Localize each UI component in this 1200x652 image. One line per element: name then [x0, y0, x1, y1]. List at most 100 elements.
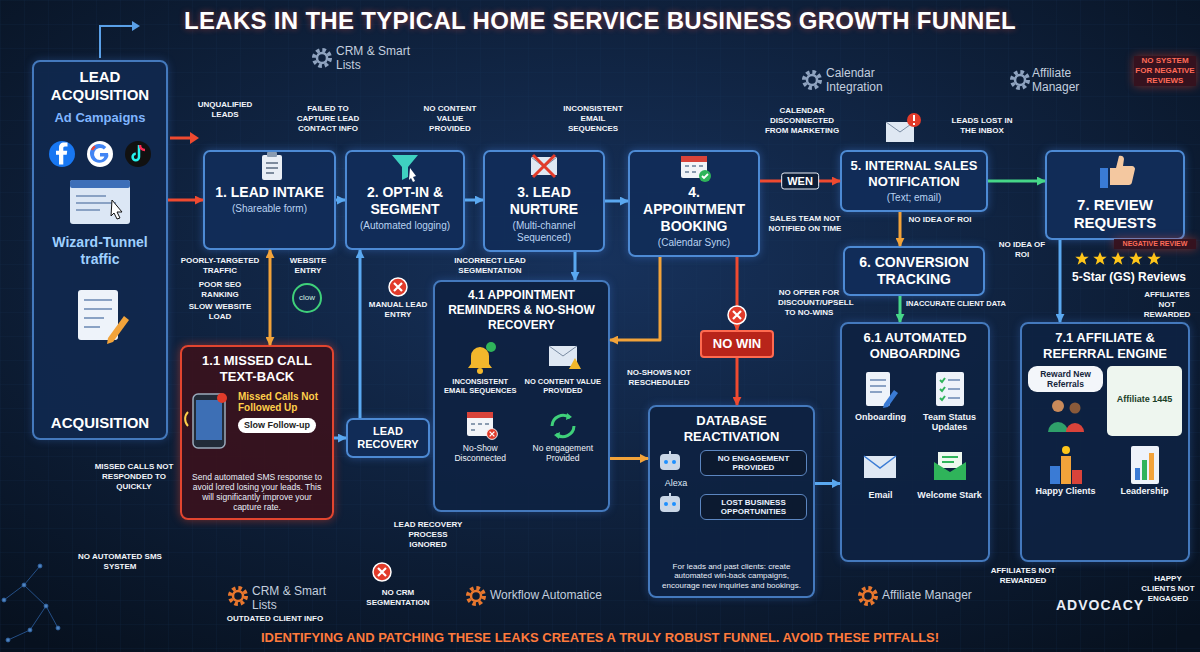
crossed-envelope-icon: [533, 155, 555, 177]
checklist-icon: [936, 372, 964, 406]
inbox-alert-icon: [913, 123, 915, 125]
robot-icon: [660, 496, 680, 512]
funnel-icon: [409, 168, 416, 182]
node-text: Slow Follow-up: [238, 418, 316, 433]
tool-label: Workflow Automatice: [490, 588, 610, 602]
node-heading: 6.1 AUTOMATED ONBOARDING: [848, 330, 982, 362]
leak-note: NO AUTOMATED SMS SYSTEM: [70, 552, 170, 572]
cycle-icon: [556, 426, 574, 437]
flow-arrow: [605, 200, 628, 203]
leak-note: INACCURATE CLIENT DATA: [906, 299, 1018, 309]
leak-note: OUTDATED CLIENT INFO: [200, 614, 350, 624]
facebook-icon: [49, 141, 75, 167]
leadership-chart-icon: [1142, 460, 1147, 480]
node-heading: 4. APPOINTMENT BOOKING: [636, 184, 752, 235]
flow-arrow: [336, 199, 345, 202]
node-text: Affiliate 1445: [1107, 366, 1182, 436]
node-text: INCONSISTENT EMAIL SEQUENCES: [441, 337, 520, 399]
no-show-calendar-icon: [467, 412, 493, 436]
form-icon: [84, 300, 112, 327]
people-icon: [1048, 400, 1084, 432]
tool-label: Affiliate Manager: [882, 588, 978, 602]
clipboard-icon: [266, 163, 278, 173]
affiliate-badge-icon: [1134, 372, 1156, 394]
podium-icon: [1050, 446, 1082, 484]
email-icon: [864, 456, 896, 468]
robot-icon: [664, 460, 668, 464]
form-icon: [78, 290, 118, 340]
funnel-icon: [392, 155, 418, 180]
flow-arrow: [899, 212, 902, 246]
node-heading: 3. LEAD NURTURE: [491, 184, 597, 218]
people-icon: [1070, 403, 1081, 414]
people-icon: [1048, 422, 1068, 432]
facebook-icon: [56, 143, 67, 165]
node-heading: 7. REVIEW REQUESTS: [1053, 196, 1177, 232]
star-rating: [1147, 252, 1160, 265]
flow-arrow: [899, 296, 902, 322]
leak-x-marker: [728, 306, 746, 324]
people-icon: [1052, 400, 1064, 412]
leak-note: WEBSITE ENTRY: [280, 256, 336, 276]
node-heading: 5. INTERNAL SALES NOTIFICATION: [848, 158, 980, 190]
thumbs-up-icon: [1110, 156, 1135, 185]
leak-note: NO CONTENT VALUE PROVIDED: [418, 104, 482, 134]
leak-note: INCONSISTENT EMAIL SEQUENCES: [556, 104, 630, 134]
clipboard-icon: [262, 155, 282, 180]
bell-icon: [468, 342, 496, 374]
flow-arrow: [465, 199, 483, 202]
gear-icon: [230, 50, 1028, 604]
step-panel: 7.1 AFFILIATE & REFERRAL ENGINEReward Ne…: [1020, 322, 1190, 562]
node-text: Missed Calls Not Followed Up: [238, 391, 326, 413]
diagram-caption: IDENTIFYING AND PATCHING THESE LEAKS CRE…: [0, 630, 1200, 645]
leak-note: POORLY-TARGETED TRAFFIC: [180, 256, 260, 276]
leak-note: MANUAL LEAD ENTRY: [366, 300, 430, 320]
checklist-icon: [940, 378, 945, 400]
node-text: ACQUISITION: [40, 414, 160, 432]
tool-label: CRM & Smart Lists: [336, 44, 436, 72]
node-heading: 4.1 APPOINTMENT REMINDERS & NO-SHOW RECO…: [441, 288, 602, 333]
podium-icon: [1062, 446, 1070, 454]
bell-icon: [477, 368, 483, 374]
leak-note: MISSED CALLS NOT RESPONDED TO QUICKLY: [92, 462, 176, 492]
leak-note: NO SYSTEM FOR NEGATIVE REVIEWS: [1134, 56, 1196, 86]
step-box: 2. OPT-IN & SEGMENT(Automated logging): [345, 150, 465, 250]
bell-icon: [468, 347, 492, 368]
tool-label: Calendar Integration: [826, 66, 918, 94]
step-box: 5. INTERNAL SALES NOTIFICATION(Text; ema…: [840, 150, 988, 212]
warning-envelope-icon: [549, 346, 577, 366]
robot-icon: [660, 454, 680, 470]
thumbs-up-icon: [1100, 168, 1108, 188]
star-rating: [1093, 252, 1106, 265]
node-heading: 7.1 AFFILIATE & REFERRAL ENGINE: [1028, 330, 1182, 362]
node-text: No engagement Provided: [524, 403, 603, 465]
node-text: For leads and past clients: create autom…: [656, 562, 807, 591]
calendar-icon: [681, 156, 707, 178]
tiktok-icon: [140, 145, 145, 150]
flow-arrow: [1059, 240, 1062, 322]
network-decor: [38, 564, 42, 568]
node-text: (Automated logging): [353, 220, 457, 232]
people-icon: [1066, 423, 1084, 432]
podium-icon: [1072, 470, 1082, 484]
facebook-icon: [49, 141, 75, 167]
leak-arrow: [170, 132, 199, 144]
form-icon: [107, 316, 129, 344]
diagram-title: LEAKS IN THE TYPICAL HOME SERVICE BUSINE…: [0, 7, 1200, 35]
network-decor: [2, 598, 6, 602]
welcome-envelope-icon: [934, 452, 966, 480]
leak-note: LEADS LOST IN THE INBOX: [945, 116, 1019, 136]
flow-arrow: [988, 180, 1045, 183]
cycle-icon: [566, 413, 572, 420]
step-panel: 6.1 AUTOMATED ONBOARDINGOnboardingTeam S…: [840, 322, 990, 562]
calendar-icon: [681, 156, 711, 182]
node-heading: DATABASE REACTIVATION: [656, 413, 807, 445]
acquisition-panel: LEAD ACQUISITIONAd CampaignsWizard-Tunne…: [32, 60, 168, 440]
leak-note: NEGATIVE REVIEW: [1114, 239, 1196, 249]
google-icon: [92, 146, 95, 150]
gear-icon: [230, 588, 246, 604]
onboarding-doc-icon: [866, 372, 898, 408]
node-text: (Calendar Sync): [636, 237, 752, 249]
